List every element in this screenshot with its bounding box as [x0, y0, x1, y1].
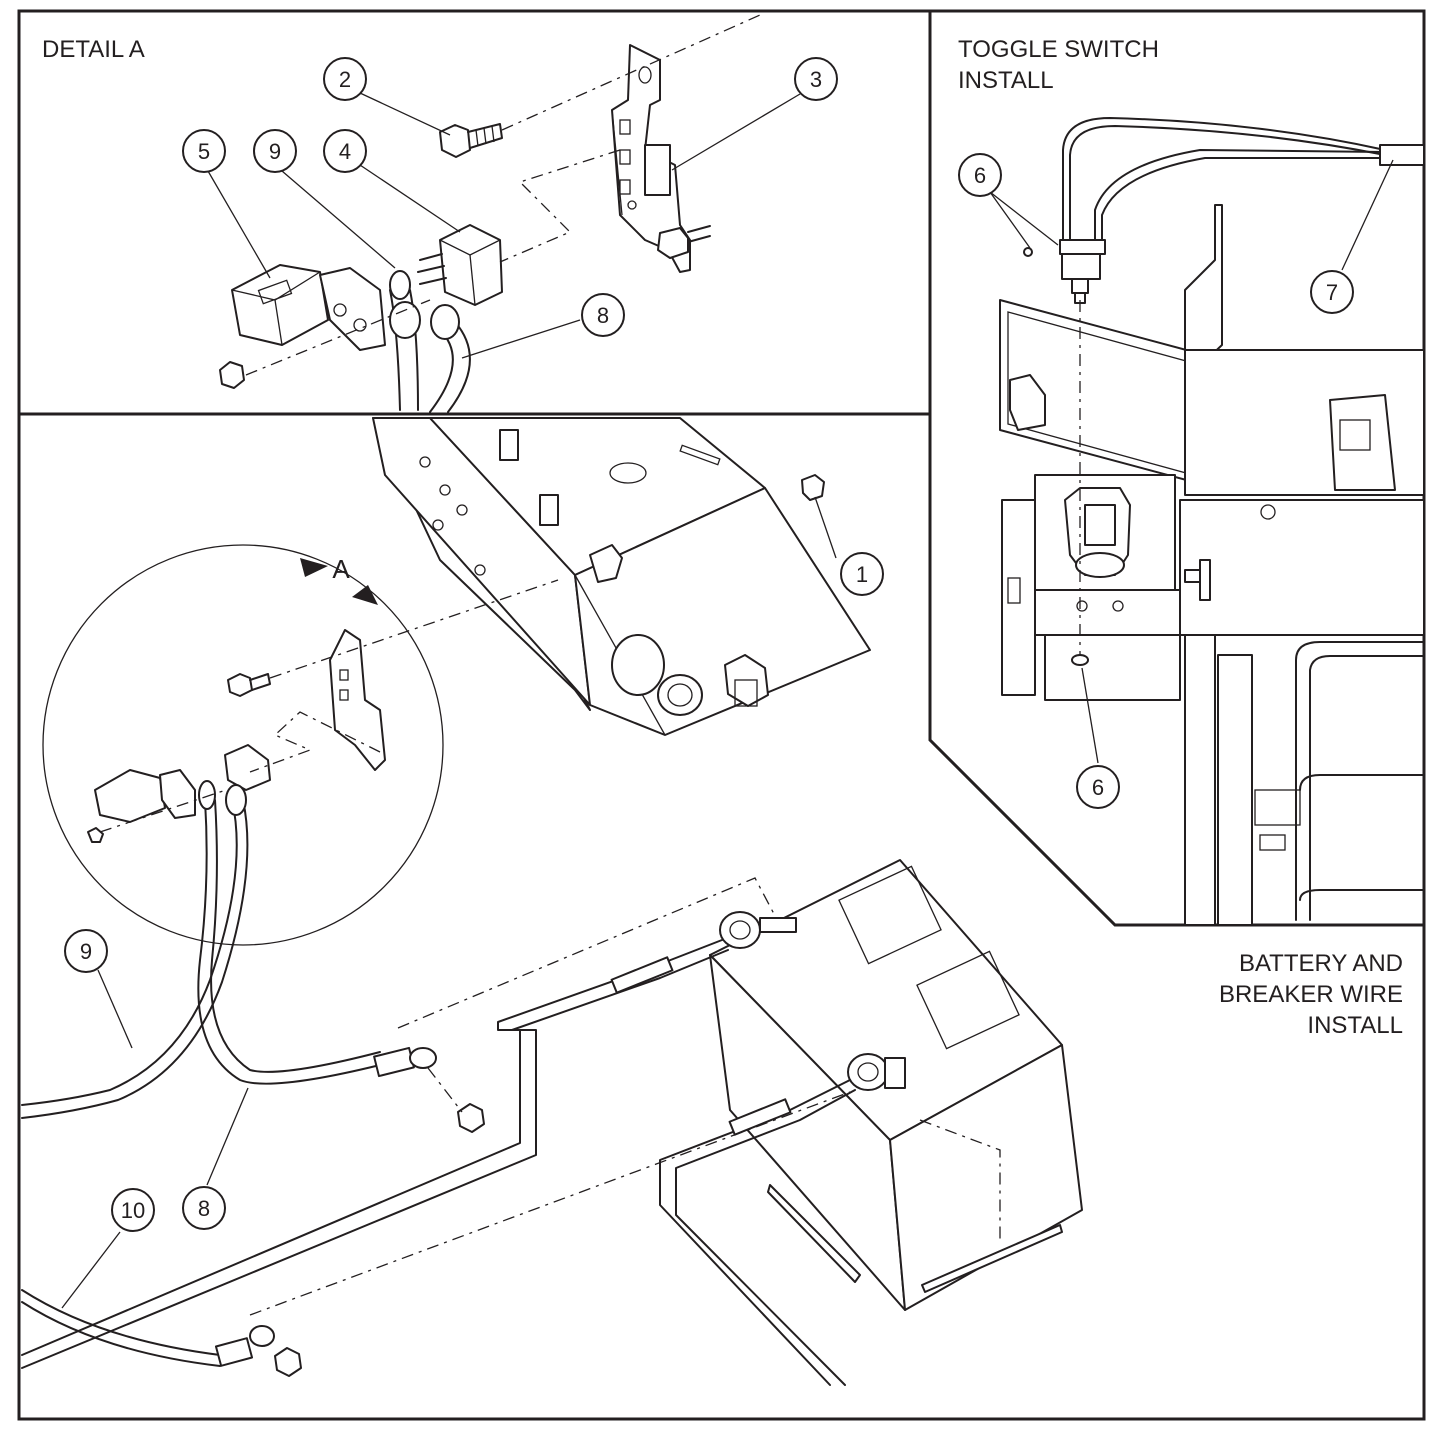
drawing-frames [17, 9, 1426, 1421]
cover-part [231, 264, 386, 351]
callout-8-detail-number: 8 [597, 303, 609, 328]
toggle-switch-artwork [999, 117, 1425, 926]
callout-4-number: 4 [339, 139, 351, 164]
callout-3: 3 [794, 57, 838, 101]
detail-a-construction-lines [245, 14, 761, 376]
bracket-part [611, 44, 711, 273]
callout-8-detail: 8 [581, 293, 625, 337]
callout-6-switch: 6 [958, 153, 1002, 197]
main-assembly-artwork [21, 417, 1083, 1386]
outer-frame [17, 9, 1426, 1421]
battery [709, 859, 1083, 1311]
battery-breaker-label: BATTERY AND BREAKER WIRE INSTALL [1218, 950, 1403, 1039]
leader-lines [61, 92, 1394, 1309]
detail-a-label: DETAIL A [42, 36, 145, 63]
callout-7: 7 [1310, 270, 1354, 314]
detail-a-artwork [219, 14, 761, 413]
breaker-part [417, 224, 503, 306]
callout-3-number: 3 [810, 67, 822, 92]
callout-1-number: 1 [856, 562, 868, 587]
detail-marker-letter: A [332, 554, 350, 584]
nut-part [219, 361, 245, 389]
callout-6-washer: 6 [1076, 765, 1120, 809]
callout-6-switch-number: 6 [974, 163, 986, 188]
callout-7-number: 7 [1326, 280, 1338, 305]
callout-9-main-number: 9 [80, 939, 92, 964]
bolt-part [439, 123, 503, 158]
detail-a-circle [21, 544, 559, 1119]
cable-8-terminal [373, 877, 811, 1133]
callout-9-main: 9 [64, 929, 108, 973]
callout-8-main: 8 [182, 1186, 226, 1230]
control-cabinet [999, 204, 1425, 926]
toggle-panel-divider [928, 11, 1424, 927]
toggle-switch-part [1023, 239, 1106, 304]
cable-10 [21, 1091, 851, 1377]
wire-sleeve [1379, 144, 1425, 166]
callout-9-detail-number: 9 [269, 139, 281, 164]
callout-2-number: 2 [339, 67, 351, 92]
callout-1: 1 [840, 552, 884, 596]
callout-4: 4 [323, 129, 367, 173]
battery-cables [21, 911, 906, 1386]
toggle-switch-label: TOGGLE SWITCH INSTALL [958, 36, 1159, 94]
callout-5: 5 [182, 129, 226, 173]
callout-2: 2 [323, 57, 367, 101]
callout-5-number: 5 [198, 139, 210, 164]
callouts: 1 2 3 4 5 6 6 7 [64, 57, 1354, 1232]
callout-10: 10 [111, 1188, 155, 1232]
callout-10-number: 10 [121, 1198, 145, 1223]
cables-detail-a [389, 270, 471, 413]
callout-6-washer-number: 6 [1092, 775, 1104, 800]
callout-9-detail: 9 [253, 129, 297, 173]
callout-8-main-number: 8 [198, 1196, 210, 1221]
electrical-enclosure [372, 417, 871, 736]
